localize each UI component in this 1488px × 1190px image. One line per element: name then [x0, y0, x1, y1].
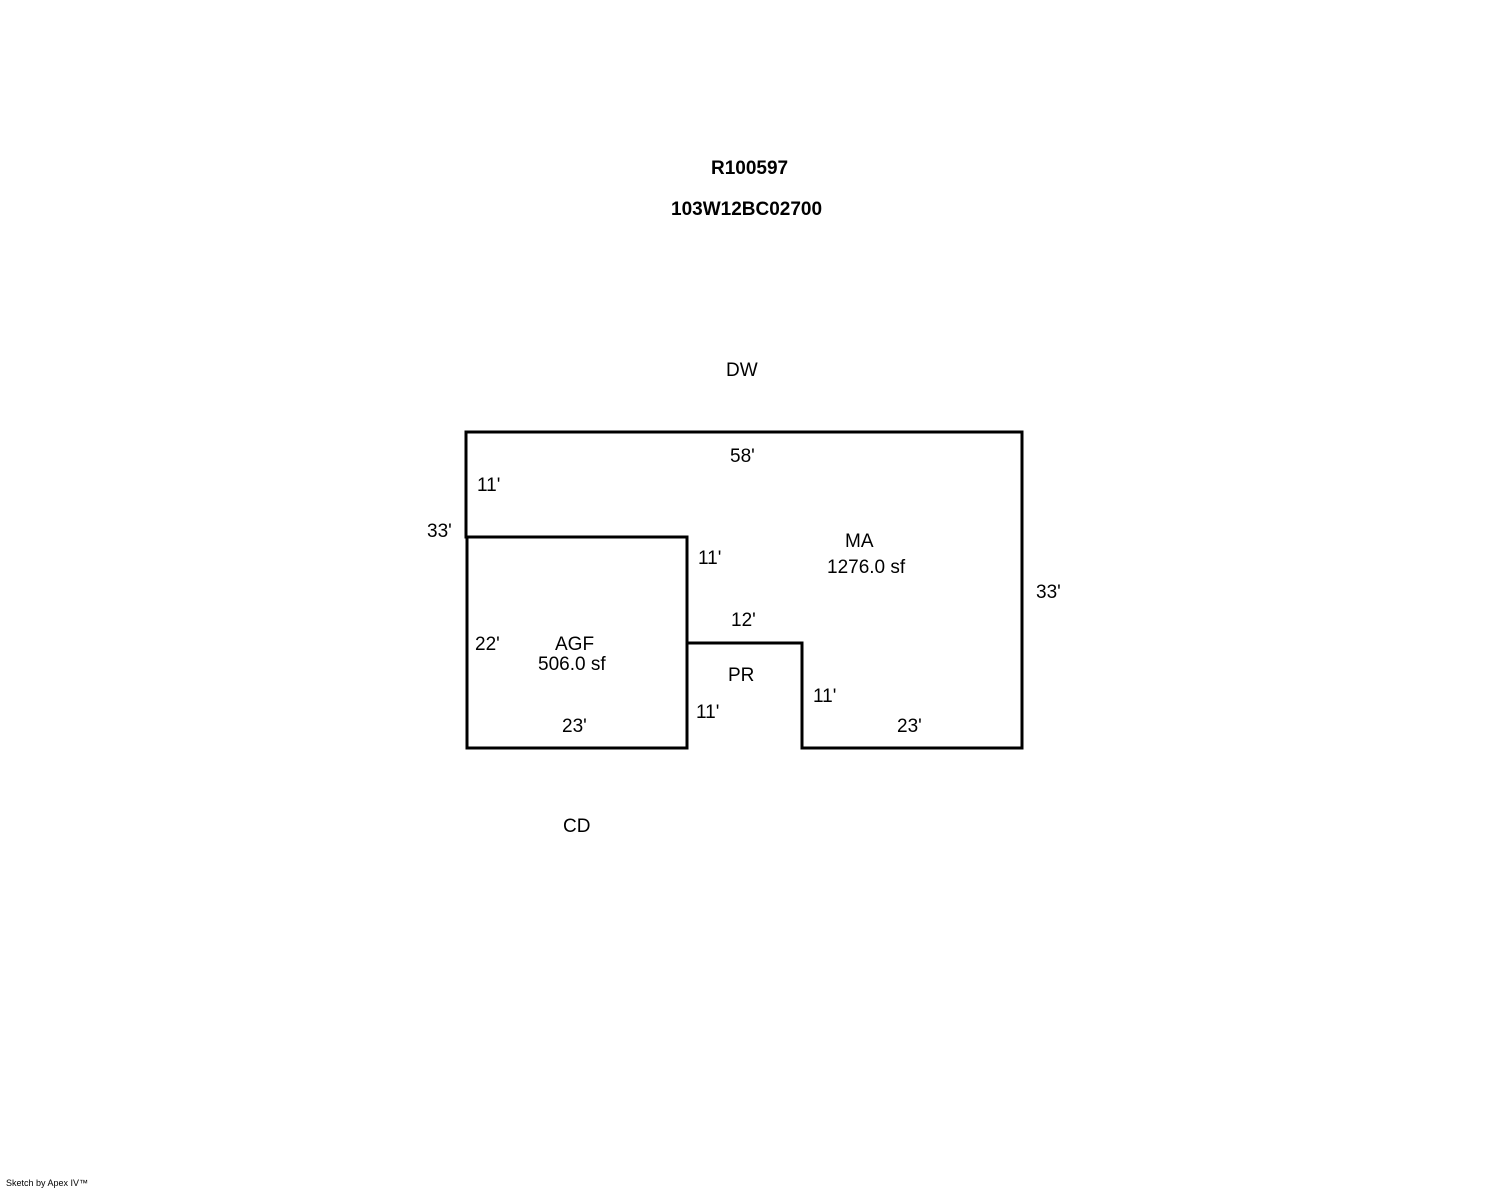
dim-ma-left-upper: 11' [477, 475, 500, 496]
map-tax-lot: 103W12BC02700 [671, 199, 823, 220]
agf-outline [465, 535, 689, 750]
label-cd: CD [563, 816, 590, 837]
agf-code: AGF [555, 634, 594, 655]
agf-area: 506.0 sf [538, 654, 606, 675]
dim-agf-bottom: 23' [562, 716, 587, 737]
dim-ma-right: 33' [1036, 582, 1061, 603]
pr-code: PR [728, 665, 754, 686]
ma-area: 1276.0 sf [827, 557, 906, 578]
dim-pr-top: 12' [731, 610, 756, 631]
dim-agf-left: 22' [475, 634, 500, 655]
dim-ma-inner-vertical: 11' [698, 548, 721, 569]
ma-outline [464, 430, 1024, 750]
label-dw: DW [726, 360, 758, 381]
sketch-credit: Sketch by Apex IV™ [6, 1178, 89, 1188]
dim-pr-left: 11' [696, 702, 719, 723]
dim-ma-top: 58' [730, 446, 755, 467]
dim-pr-right: 11' [813, 686, 836, 707]
dim-overall-left: 33' [427, 521, 452, 542]
dim-ma-bottom-right: 23' [897, 716, 922, 737]
ma-code: MA [845, 531, 874, 552]
account-id: R100597 [711, 158, 789, 179]
